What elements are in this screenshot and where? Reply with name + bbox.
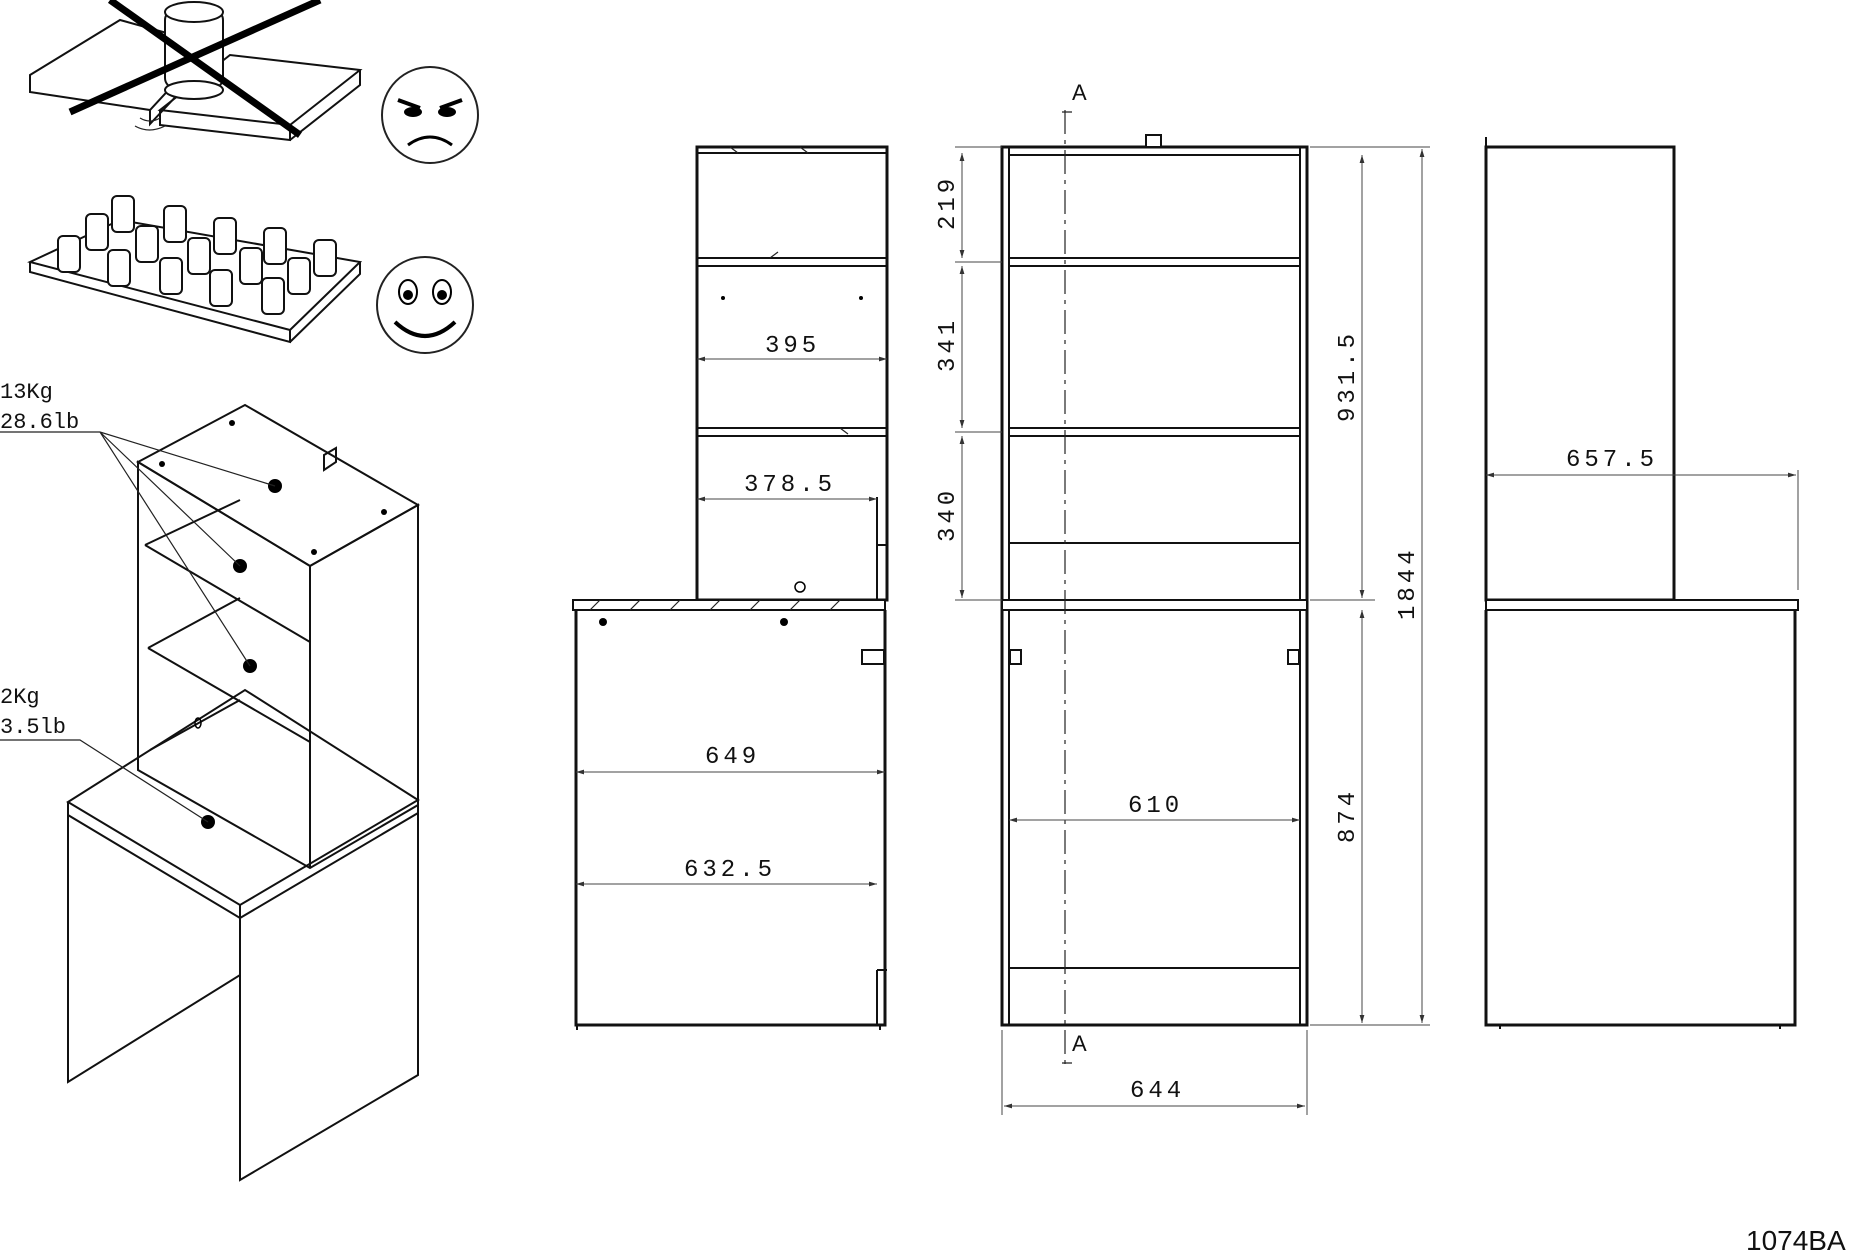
shelf-weight-kg: 13Kg bbox=[0, 380, 53, 405]
isometric-unit bbox=[66, 403, 421, 1182]
distributed-load-illustration bbox=[27, 195, 363, 344]
dim-649: 649 bbox=[705, 744, 760, 771]
dim-632-5: 632.5 bbox=[684, 857, 776, 884]
dim-219: 219 bbox=[935, 175, 962, 230]
dim-1844: 1844 bbox=[1395, 546, 1422, 620]
section-label-bottom: A bbox=[1072, 1031, 1087, 1056]
section-label-top: A bbox=[1072, 80, 1087, 105]
front-view: A A 219 341 340 931.5 1844 874 610 644 bbox=[935, 80, 1430, 1115]
desk-weight-lb: 3.5lb bbox=[0, 715, 66, 740]
shelf-weight-lb: 28.6lb bbox=[0, 410, 79, 435]
angry-face-icon bbox=[381, 66, 479, 164]
load-leader-lines bbox=[0, 431, 276, 823]
dim-644: 644 bbox=[1130, 1078, 1185, 1105]
right-side-view: 657.5 bbox=[1484, 137, 1799, 1029]
dim-341: 341 bbox=[935, 317, 962, 372]
happy-face-icon bbox=[376, 256, 474, 354]
dim-378-5: 378.5 bbox=[744, 472, 836, 499]
side-view: 395 378.5 649 632.5 bbox=[572, 145, 889, 1030]
dim-395: 395 bbox=[765, 333, 820, 360]
dim-657-5: 657.5 bbox=[1566, 447, 1658, 474]
point-load-warning bbox=[29, 1, 363, 142]
dim-340: 340 bbox=[935, 487, 962, 542]
dim-610: 610 bbox=[1128, 793, 1183, 820]
cross-mark-icon bbox=[68, 0, 322, 138]
dim-931-5: 931.5 bbox=[1335, 330, 1362, 422]
desk-weight-kg: 2Kg bbox=[0, 685, 40, 710]
product-code: 1074BA bbox=[1746, 1225, 1846, 1250]
dim-874: 874 bbox=[1335, 788, 1362, 843]
